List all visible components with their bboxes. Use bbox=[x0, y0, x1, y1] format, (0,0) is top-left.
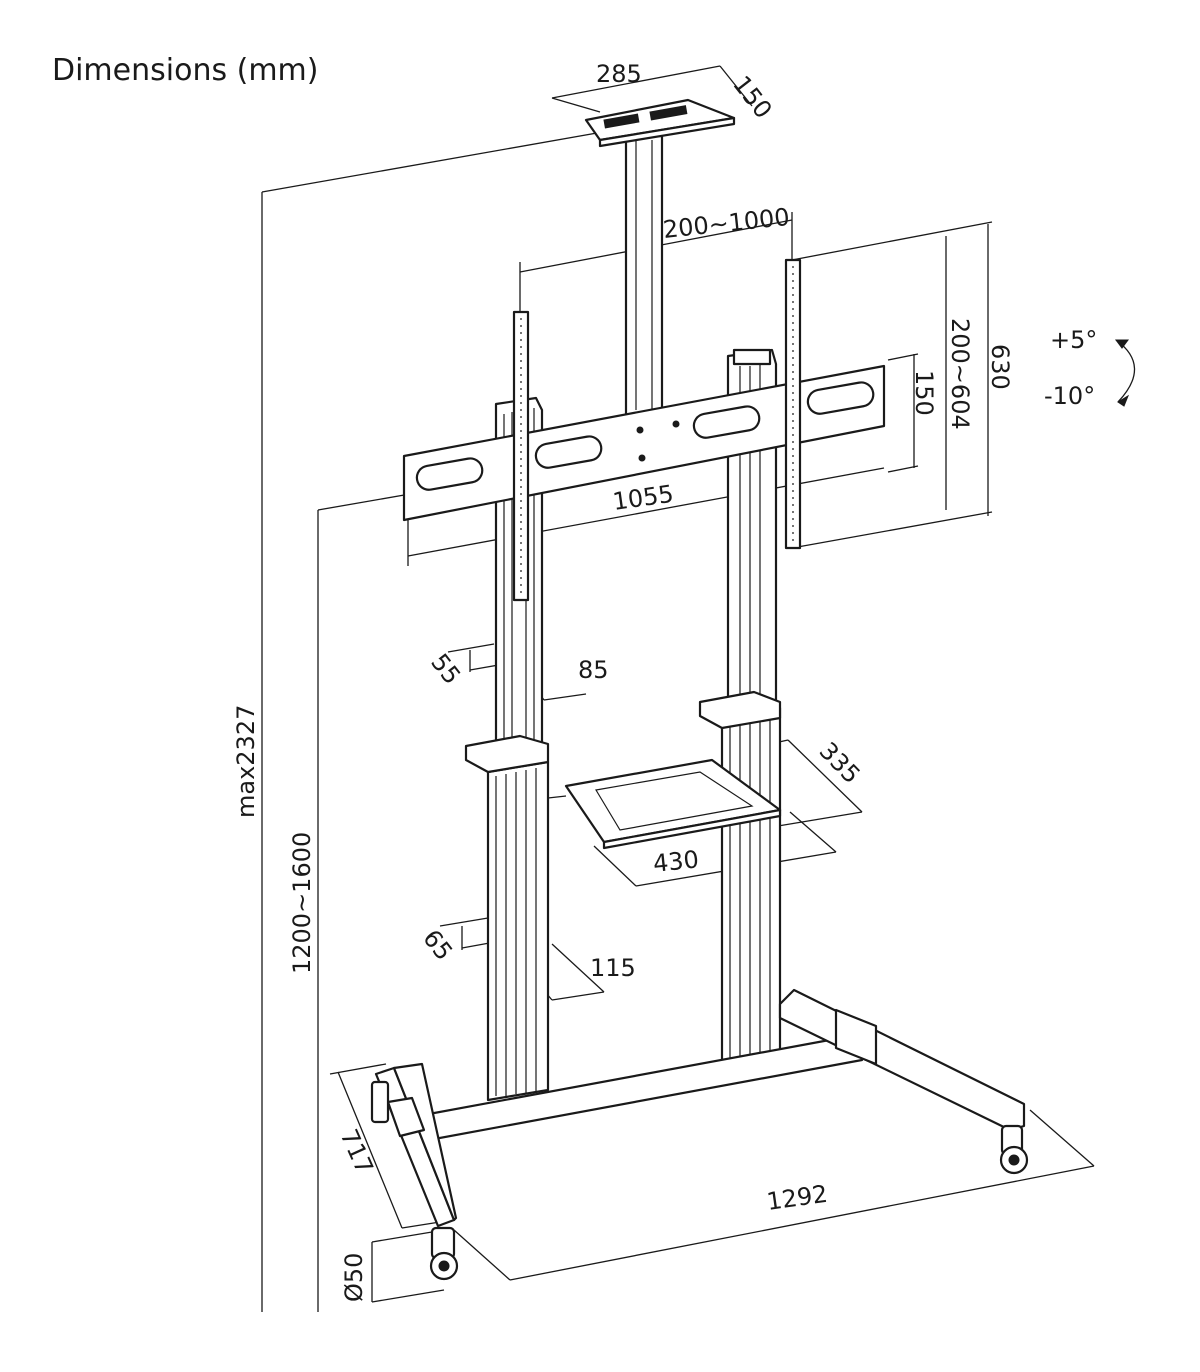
label-base-depth: 717 bbox=[335, 1125, 379, 1178]
label-top-plate-width: 285 bbox=[596, 60, 642, 88]
label-tilt-down: -10° bbox=[1044, 382, 1095, 410]
left-lower-column bbox=[464, 734, 550, 1102]
label-bracket-height: 630 bbox=[986, 344, 1014, 390]
label-bracket-plate-height: 150 bbox=[910, 370, 938, 416]
label-height-range: 1200~1600 bbox=[288, 832, 316, 974]
label-bracket-width: 1055 bbox=[611, 480, 675, 516]
diagram-title: Dimensions (mm) bbox=[52, 53, 318, 88]
right-vertical-arm bbox=[784, 258, 802, 550]
media-shelf bbox=[547, 758, 782, 850]
rolling-base bbox=[370, 988, 1029, 1281]
label-vesa-horizontal: 200~1000 bbox=[662, 203, 791, 244]
label-vesa-vertical: 200~604 bbox=[946, 318, 974, 430]
dimension-lines bbox=[261, 65, 1095, 1312]
label-caster-diameter: Ø50 bbox=[340, 1253, 368, 1302]
label-max-height: max2327 bbox=[232, 705, 260, 818]
label-upper-column-depth: 55 bbox=[425, 648, 466, 689]
label-lower-column-depth: 65 bbox=[417, 924, 458, 965]
label-upper-column-width: 85 bbox=[578, 656, 609, 684]
tilt-arrow-icon bbox=[1115, 339, 1136, 407]
label-shelf-depth: 335 bbox=[814, 737, 866, 789]
top-camera-shelf bbox=[584, 98, 736, 420]
left-vertical-arm bbox=[512, 310, 530, 602]
label-base-width: 1292 bbox=[765, 1180, 829, 1216]
label-shelf-width: 430 bbox=[652, 845, 700, 878]
label-top-plate-depth: 150 bbox=[727, 70, 777, 123]
label-lower-column-width: 115 bbox=[590, 954, 636, 982]
dimension-labels: 285 150 200~1000 630 200~604 150 1055 55… bbox=[232, 60, 1097, 1302]
right-lower-column bbox=[698, 690, 782, 1064]
label-tilt-up: +5° bbox=[1050, 326, 1097, 354]
center-mast bbox=[624, 134, 664, 420]
